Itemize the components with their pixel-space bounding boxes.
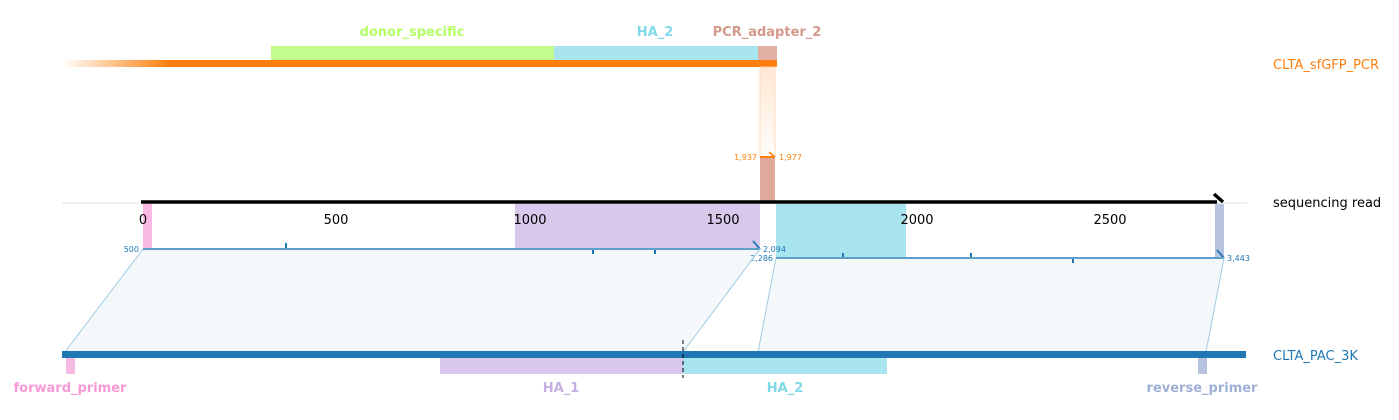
ref-alignment-2-coord-left: 2,286 [750,254,773,263]
tick-label-1500: 1500 [706,213,739,228]
pcr-label-ha-2: HA_2 [637,25,674,40]
pcr-feature-ha-2 [554,46,758,62]
ref-alignment-2-arrowhead [1216,249,1225,259]
read-feature-ha-1 [515,204,760,249]
ref-label-reverse-primer: reverse_primer [1147,381,1259,396]
pcr-adapter-on-read [760,157,775,202]
pcr-coord-right: 1,977 [779,153,802,162]
ref-label-ha-2: HA_2 [767,381,804,396]
pcr-label-pcr-adapter-2: PCR_adapter_2 [713,25,822,40]
pcr-label-donor-specific: donor_specific [360,25,465,40]
pcr-feature-pcr-adapter-2 [758,46,777,62]
ref-track-name: CLTA_PAC_3K [1273,349,1358,364]
ref-alignment-1-arrowhead [752,240,761,250]
read-track-name: sequencing read [1273,196,1381,211]
ref-feature-reverse-primer [1198,357,1207,374]
tick-label-1000: 1000 [513,213,546,228]
ref-label-ha-1: HA_1 [543,381,580,396]
pcr-track-bar [62,60,777,67]
ref-track-bar [62,351,1246,358]
tick-label-2500: 2500 [1093,213,1126,228]
read-track-arrowhead [1212,192,1225,204]
pcr-track-name: CLTA_sfGFP_PCR [1273,58,1379,73]
pcr-feature-donor-specific [271,46,554,62]
pcr-read-link [759,66,776,158]
ref-feature-ha-1 [440,357,683,374]
read-feature-reverse-primer [1215,204,1224,258]
ref-alignment-2-coord-right: 3,443 [1227,254,1250,263]
tick-label-0: 0 [139,213,147,228]
pcr-coord-left: 1,937 [734,153,757,162]
ref-feature-forward-primer [66,357,75,374]
tick-label-500: 500 [324,213,349,228]
pcr-alignment-arrowhead [768,151,776,158]
ref-label-forward-primer: forward_primer [14,381,128,396]
read-axis-ticks: 0 500 1000 1500 2000 2500 [139,213,1127,228]
read-feature-forward-primer [143,204,152,249]
ref-projection-1 [63,248,761,353]
ref-feature-ha-2 [683,357,887,374]
tick-label-2000: 2000 [900,213,933,228]
ref-projection-2 [757,257,1225,353]
ref-alignment-1-coord-right: 2,094 [763,245,786,254]
ref-alignment-1-coord-left: 500 [124,245,139,254]
read-feature-ha-2 [776,204,906,258]
